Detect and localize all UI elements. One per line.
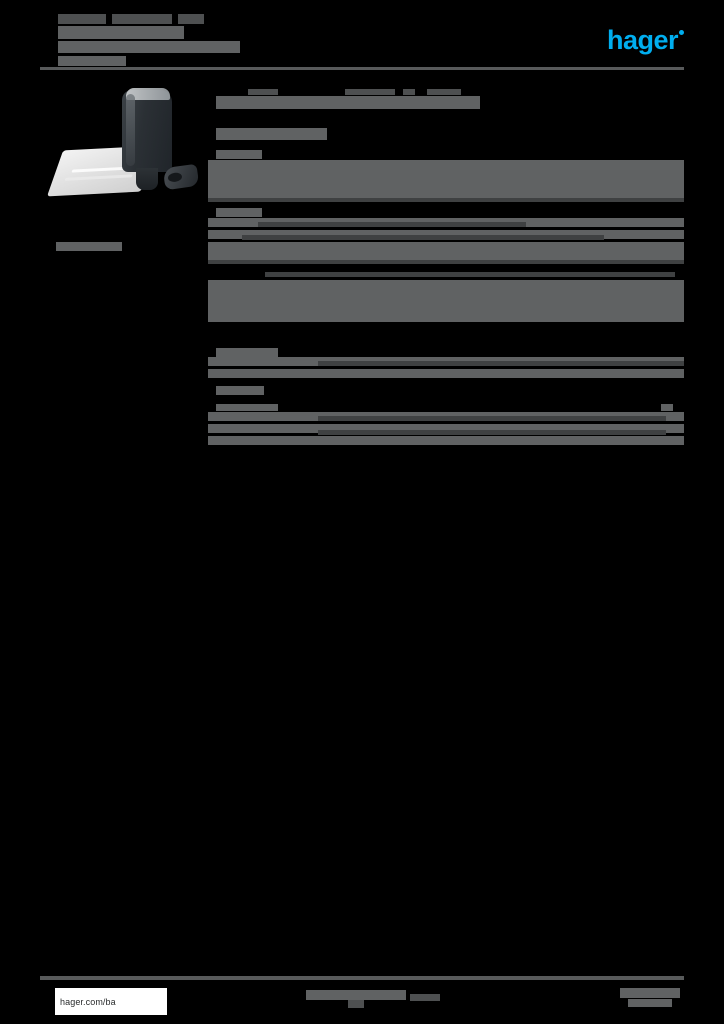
section-2-feature-list-block — [208, 260, 684, 264]
product-photo — [47, 82, 204, 202]
section-1-specification-table-block — [208, 198, 684, 202]
page-footer: hager.com/ba — [0, 968, 724, 1024]
product-neck — [136, 168, 158, 190]
content-title-block — [248, 89, 278, 95]
content-title-block — [216, 96, 480, 109]
section-4-accessories-block — [208, 436, 684, 445]
footer-divider-rule — [40, 976, 684, 980]
header-title-block — [58, 56, 126, 66]
footer-url-text: hager.com/ba — [60, 996, 116, 1007]
section-2-feature-list-block — [208, 230, 684, 239]
product-body-top-cap — [126, 88, 170, 100]
header-title-block — [178, 14, 204, 24]
section-4-accessories-block — [318, 430, 666, 435]
footer-center-block — [306, 990, 406, 1000]
footer-center-block — [410, 994, 440, 1001]
section-4-accessories-block — [661, 404, 673, 411]
section-2-feature-list-block — [216, 208, 262, 217]
section-4-accessories-block — [318, 416, 666, 421]
footer-page-number-block — [628, 999, 672, 1007]
section-3-dimensions-block — [318, 361, 684, 366]
header-divider-rule — [40, 67, 684, 70]
page-header: hager — [0, 0, 724, 72]
header-title-block — [112, 14, 172, 24]
content-title-block — [345, 89, 395, 95]
hager-logo-dot — [679, 30, 684, 35]
footer-url-box[interactable]: hager.com/ba — [55, 988, 167, 1015]
header-title-block — [58, 14, 106, 24]
section-4-accessories-block — [208, 424, 684, 433]
content-title-block — [216, 128, 327, 140]
section-2-feature-list-block — [242, 235, 604, 240]
section-3-dimensions-block — [216, 348, 278, 357]
section-4-accessories-block — [216, 404, 278, 411]
header-title-block — [58, 41, 240, 53]
content-title-block — [403, 89, 415, 95]
section-4-accessories-block — [216, 386, 264, 395]
content-title-block — [427, 89, 461, 95]
section-2-feature-list-block — [258, 222, 526, 227]
section-2-feature-list-block — [208, 242, 684, 262]
header-title-block — [58, 26, 184, 39]
section-2-feature-list-block — [208, 280, 684, 322]
section-2-feature-list-block — [265, 272, 675, 277]
hager-logo: hager — [606, 25, 679, 55]
footer-center-block — [348, 1000, 364, 1008]
product-body-highlight — [126, 94, 135, 166]
section-3-dimensions-block — [208, 369, 684, 378]
section-1-specification-table-block — [208, 160, 684, 198]
left-caption-block — [56, 242, 122, 251]
section-1-specification-table-block — [216, 150, 262, 159]
footer-page-number-block — [620, 988, 680, 998]
